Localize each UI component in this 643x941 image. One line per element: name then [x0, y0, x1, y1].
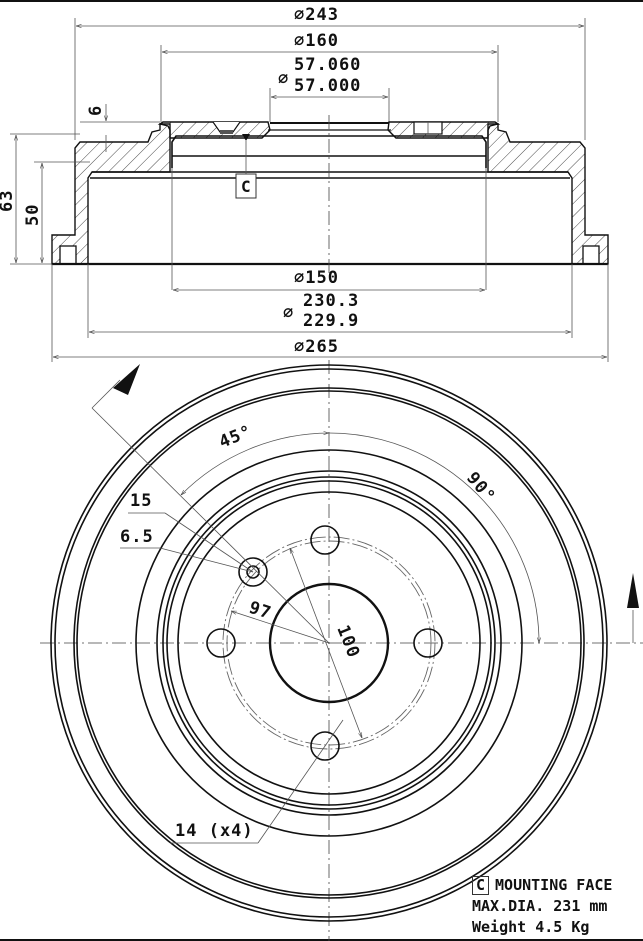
note-max-dia: MAX.DIA. 231 mm — [472, 897, 608, 915]
dim-pcd-100: 100 — [332, 622, 363, 661]
dim-overall-height: 63 — [0, 190, 17, 212]
dim-hub-face-dia: ∅160 — [294, 31, 339, 51]
section-arrow-icon — [627, 573, 639, 608]
locating-hole-inner — [246, 565, 260, 579]
datum-c-box — [235, 173, 257, 199]
angle-90-label: 90° — [462, 468, 499, 507]
dim-overall-dia: ∅265 — [294, 337, 339, 357]
bolt-hole — [413, 628, 443, 658]
mounting-face-text: MOUNTING FACE — [495, 876, 613, 894]
dim-center-bore-min: 57.000 — [294, 76, 361, 96]
angle-45-label: 45° — [216, 421, 255, 452]
dim-braking-dia-max: 230.3 — [303, 291, 359, 311]
bolt-hole — [206, 628, 236, 658]
dim-hole-inner-dia: 6.5 — [120, 527, 154, 547]
datum-c-label: C — [241, 177, 252, 196]
dim-hole-outer-dia: 15 — [130, 491, 152, 511]
dim-drum-depth: 50 — [23, 204, 43, 226]
dim-hub-thickness: 6 — [86, 105, 106, 116]
diameter-symbol: ∅ — [278, 69, 289, 89]
section-view: C 63 50 6 ∅243 ∅160 ∅ 57.060 57.000 ∅150… — [0, 5, 609, 362]
notes-block: C MOUNTING FACE MAX.DIA. 231 mm Weight 4.… — [472, 875, 612, 938]
bolt-hole — [310, 525, 340, 555]
dim-outer-flange-dia: ∅243 — [294, 5, 339, 25]
diameter-symbol: ∅ — [283, 303, 294, 323]
dim-center-bore-max: 57.060 — [294, 55, 361, 75]
datum-c-note-box: C — [472, 876, 490, 895]
note-mounting-face: C MOUNTING FACE — [472, 875, 612, 896]
dim-pcd-97: 97 — [246, 598, 274, 624]
locating-hole-outer — [238, 557, 268, 587]
note-weight: Weight 4.5 Kg — [472, 918, 590, 936]
dim-braking-dia-min: 229.9 — [303, 311, 359, 331]
front-view: 45° 90° 15 6.5 97 100 14 (x4) — [40, 360, 643, 941]
dim-inner-step-dia: ∅150 — [294, 268, 339, 288]
dim-bolt-holes: 14 (x4) — [175, 821, 254, 841]
view-direction-arrow-icon — [113, 364, 140, 395]
